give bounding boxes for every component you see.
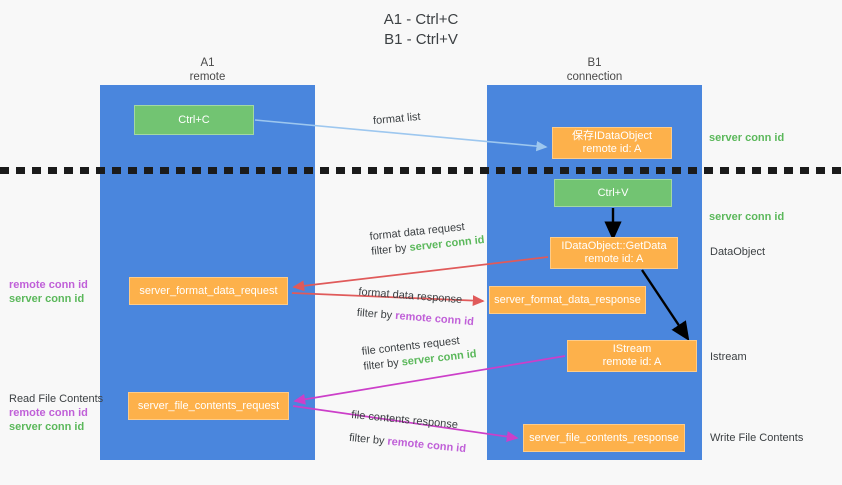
- node-istream[interactable]: IStream remote id: A: [567, 340, 697, 372]
- flow-label-format-list: format list: [372, 110, 422, 128]
- filter-prefix: filter by: [362, 356, 403, 373]
- page-title: A1 - Ctrl+C B1 - Ctrl+V: [383, 11, 459, 48]
- column-header-a1: A1 remote: [189, 57, 226, 83]
- filter-prefix: filter by: [370, 241, 411, 258]
- annotation-remote-conn-id: remote conn id: [9, 407, 88, 419]
- filter-prefix: filter by: [356, 306, 396, 322]
- node-ctrl-v[interactable]: Ctrl+V: [554, 179, 672, 207]
- node-server-file-contents-response[interactable]: server_file_contents_response: [523, 424, 685, 452]
- node-ctrl-c[interactable]: Ctrl+C: [134, 105, 254, 135]
- node-server-file-contents-request[interactable]: server_file_contents_request: [128, 392, 289, 420]
- node-store-idataobject[interactable]: 保存IDataObject remote id: A: [552, 127, 672, 159]
- node-server-format-data-response[interactable]: server_format_data_response: [489, 286, 646, 314]
- dashed-separator: [0, 167, 842, 174]
- column-header-b1: B1 connection: [566, 57, 623, 83]
- annotation-istream: Istream: [710, 351, 747, 363]
- annotation-conn-ids-upper: remote conn id server conn id: [9, 278, 88, 306]
- annotation-dataobject: DataObject: [710, 246, 766, 258]
- annotation-server-conn-id-top: server conn id: [709, 132, 785, 144]
- flow-label-format-data-response: format data response filter by remote co…: [356, 285, 476, 330]
- node-idataobject-getdata[interactable]: IDataObject::GetData remote id: A: [550, 237, 678, 269]
- filter-prefix: filter by: [348, 431, 389, 448]
- flow-label-file-contents-response: file contents response filter by remote …: [348, 408, 468, 457]
- annotation-server-conn-id: server conn id: [9, 293, 85, 305]
- annotation-write-file-contents: Write File Contents: [710, 432, 804, 444]
- flow-label-file-contents-request: file contents request filter by server c…: [361, 332, 477, 375]
- annotation-remote-conn-id: remote conn id: [9, 279, 88, 291]
- annotation-server-conn-id-mid: server conn id: [709, 211, 785, 223]
- annotation-read-file-contents-group: Read File Contents remote conn id server…: [9, 392, 103, 434]
- flow-label-format-data-request: format data request filter by server con…: [369, 218, 485, 260]
- node-server-format-data-request[interactable]: server_format_data_request: [129, 277, 288, 305]
- annotation-read-file-contents: Read File Contents: [9, 393, 104, 405]
- annotation-server-conn-id: server conn id: [9, 421, 85, 433]
